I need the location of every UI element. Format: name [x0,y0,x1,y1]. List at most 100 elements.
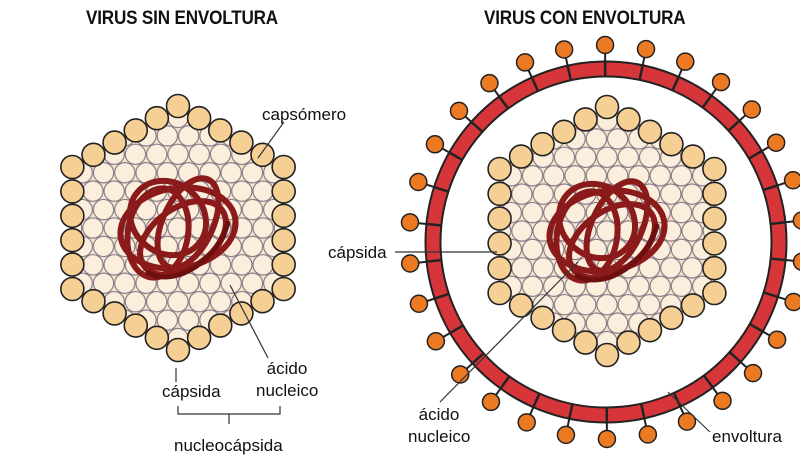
inner-capsomer [384,110,404,130]
inner-capsomer [788,73,800,93]
inner-capsomer [363,295,383,315]
inner-capsomer [554,368,574,388]
nucleocapsid-bracket [177,406,281,424]
inner-capsomer [585,312,608,334]
inner-capsomer [317,365,337,385]
inner-capsomer [241,106,264,110]
inner-capsomer [788,405,800,425]
inner-capsomer [391,126,411,146]
inner-capsomer [416,350,436,370]
inner-capsomer [342,295,362,315]
inner-capsomer [532,330,554,353]
inner-capsomer [370,15,390,35]
inner-capsomer [327,163,347,183]
inner-capsomer [373,166,393,186]
inner-capsomer [306,163,326,183]
inner-capsomer [168,34,188,54]
inner-capsomer [363,221,383,241]
inner-capsomer [8,15,28,35]
inner-capsomer [363,442,383,462]
inner-capsomer [370,384,390,404]
inner-capsomer [296,328,316,348]
inner-capsomer [30,236,50,256]
inner-capsomer [778,55,798,75]
inner-capsomer [638,293,661,316]
inner-capsomer [285,52,305,72]
inner-capsomer [370,273,390,293]
inner-capsomer [384,73,404,93]
inner-capsomer [459,55,479,75]
inner-capsomer [448,0,468,20]
membrane-tick [729,351,742,363]
inner-capsomer [359,292,379,312]
inner-capsomer [373,18,393,38]
inner-capsomer [8,347,28,367]
inner-capsomer [681,257,703,279]
capsomer [271,154,296,180]
inner-capsomer [342,221,362,241]
inner-capsomer [391,15,411,35]
inner-capsomer [373,276,393,296]
inner-capsomer [469,184,489,204]
inner-capsomer [585,128,608,150]
inner-capsomer [220,106,242,110]
inner-capsomer [767,73,787,93]
inner-capsomer [168,70,188,90]
inner-capsomer [391,52,411,72]
inner-capsomer [93,384,113,404]
inner-capsomer [405,73,425,93]
capsomer [123,313,149,338]
inner-capsomer [576,368,596,388]
inner-capsomer [342,368,362,388]
inner-capsomer [788,331,800,351]
inner-capsomer [317,34,337,54]
inner-capsomer [338,70,358,90]
inner-capsomer [703,37,723,57]
inner-capsomer [596,293,618,316]
inner-capsomer [670,238,693,261]
label-capsomer: capsómero [262,105,347,124]
inner-capsomer [114,346,136,350]
inner-capsomer [327,384,347,404]
capsomer [680,293,706,318]
membrane-tick [770,221,786,226]
inner-capsomer [469,258,489,278]
inner-capsomer [370,199,390,219]
capsomer [81,288,106,314]
inner-capsomer [189,70,209,90]
inner-capsomer [469,442,489,462]
inner-capsomer [342,37,362,57]
inner-capsomer [725,295,745,315]
inner-capsomer [103,106,125,129]
inner-capsomer [317,144,337,164]
inner-capsomer [285,126,305,146]
spike-glycoprotein [767,330,787,349]
inner-capsomer [231,254,253,276]
inner-capsomer [395,92,415,112]
label-capsid-left: cápsida [162,382,221,401]
inner-capsomer [0,107,18,127]
membrane-tick [498,96,509,109]
inner-capsomer [156,309,179,331]
inner-capsomer [8,310,28,330]
inner-capsomer [756,18,776,38]
inner-capsomer [167,143,189,166]
inner-capsomer [359,439,379,459]
inner-capsomer [373,350,393,370]
membrane-tick [499,376,511,389]
inner-capsomer [391,347,411,367]
inner-capsomer [725,37,745,57]
inner-capsomer [199,106,221,110]
inner-capsomer [725,147,745,167]
inner-capsomer [157,52,177,72]
inner-capsomer [327,273,347,293]
inner-capsomer [735,276,755,296]
inner-capsomer [576,37,596,57]
inner-capsomer [543,164,565,187]
inner-capsomer [200,52,220,72]
inner-capsomer [252,217,274,239]
inner-capsomer [391,273,411,293]
inner-capsomer [30,273,50,293]
inner-capsomer [209,143,232,166]
capsomer [530,305,555,331]
